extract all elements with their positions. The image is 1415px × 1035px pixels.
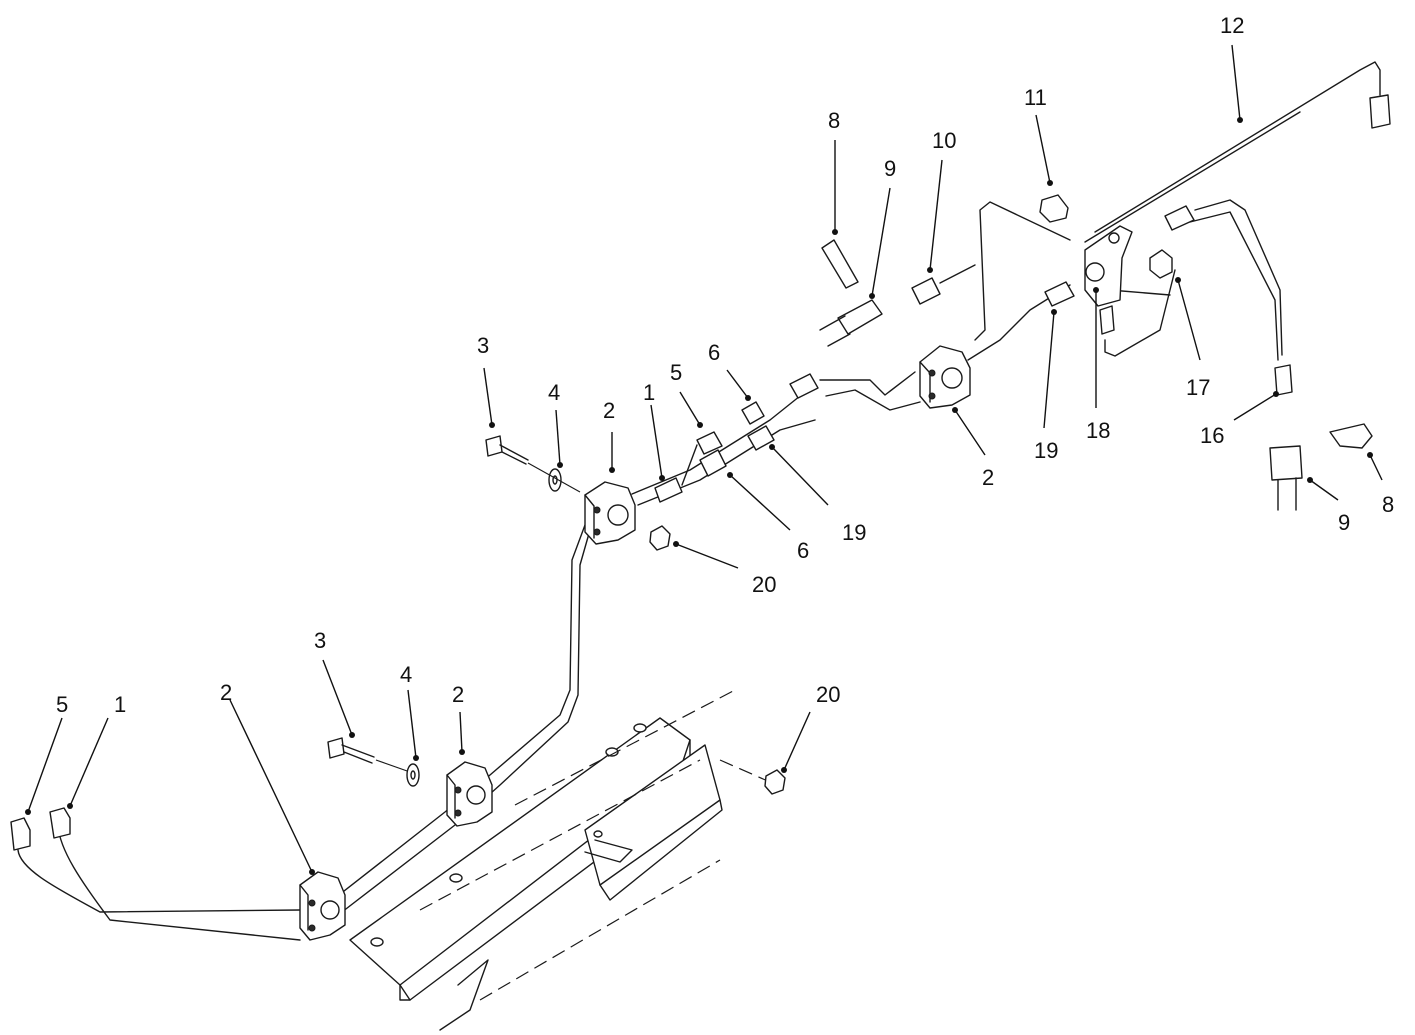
callout-6: 6 <box>797 538 809 563</box>
nut-lower <box>764 769 786 795</box>
washer-lower-hole <box>410 770 416 780</box>
clip-upper <box>821 239 859 289</box>
clamp-block-lower-left <box>299 871 346 941</box>
callout-12: 12 <box>1220 13 1244 38</box>
callout-3: 3 <box>314 628 326 653</box>
fitting-16 <box>1274 364 1293 396</box>
callout-18: 18 <box>1086 418 1110 443</box>
callout-4: 4 <box>548 380 560 405</box>
callout-2: 2 <box>603 398 615 423</box>
callout-leaders <box>25 44 1383 875</box>
callout-1: 1 <box>114 692 126 717</box>
clamp-block-lower-mid <box>446 761 493 827</box>
hose-fitting-lower <box>1269 445 1303 511</box>
callout-4: 4 <box>400 662 412 687</box>
callout-2: 2 <box>220 680 232 705</box>
hose-fitting-upper <box>819 299 883 347</box>
callout-20: 20 <box>816 682 840 707</box>
clamp-block-right <box>919 345 971 409</box>
callout-16: 16 <box>1200 423 1224 448</box>
callout-10: 10 <box>932 128 956 153</box>
callout-8: 8 <box>828 108 840 133</box>
bolt-lower <box>327 737 411 773</box>
callout-2: 2 <box>982 465 994 490</box>
callout-19: 19 <box>842 520 866 545</box>
nut-upper <box>649 525 671 551</box>
clip-lower <box>1329 423 1373 449</box>
fitting-group-lower-left <box>10 807 71 851</box>
callout-11: 11 <box>1024 85 1047 110</box>
callout-3: 3 <box>477 333 489 358</box>
mounting-bracket <box>349 689 771 1031</box>
clamp-block-mid <box>584 481 636 545</box>
callout-8: 8 <box>1382 492 1394 517</box>
callout-19: 19 <box>1034 438 1058 463</box>
callout-labels: 12 11 8 9 10 3 4 2 1 5 6 6 19 20 2 19 18… <box>56 13 1394 717</box>
fitting-12-end <box>1369 94 1391 129</box>
fitting-10 <box>911 277 941 305</box>
callout-17: 17 <box>1186 375 1210 400</box>
callout-6: 6 <box>708 340 720 365</box>
fitting-group-mid <box>654 205 1195 503</box>
callout-9: 9 <box>884 156 896 181</box>
callout-1: 1 <box>643 380 655 405</box>
callout-2: 2 <box>452 682 464 707</box>
bolt-upper <box>485 435 529 465</box>
junction-block <box>1084 225 1133 335</box>
callout-5: 5 <box>56 692 68 717</box>
callout-5: 5 <box>670 360 682 385</box>
callout-9: 9 <box>1338 510 1350 535</box>
bolt-11 <box>1039 194 1069 223</box>
nut-17 <box>1149 249 1173 279</box>
callout-20: 20 <box>752 572 776 597</box>
